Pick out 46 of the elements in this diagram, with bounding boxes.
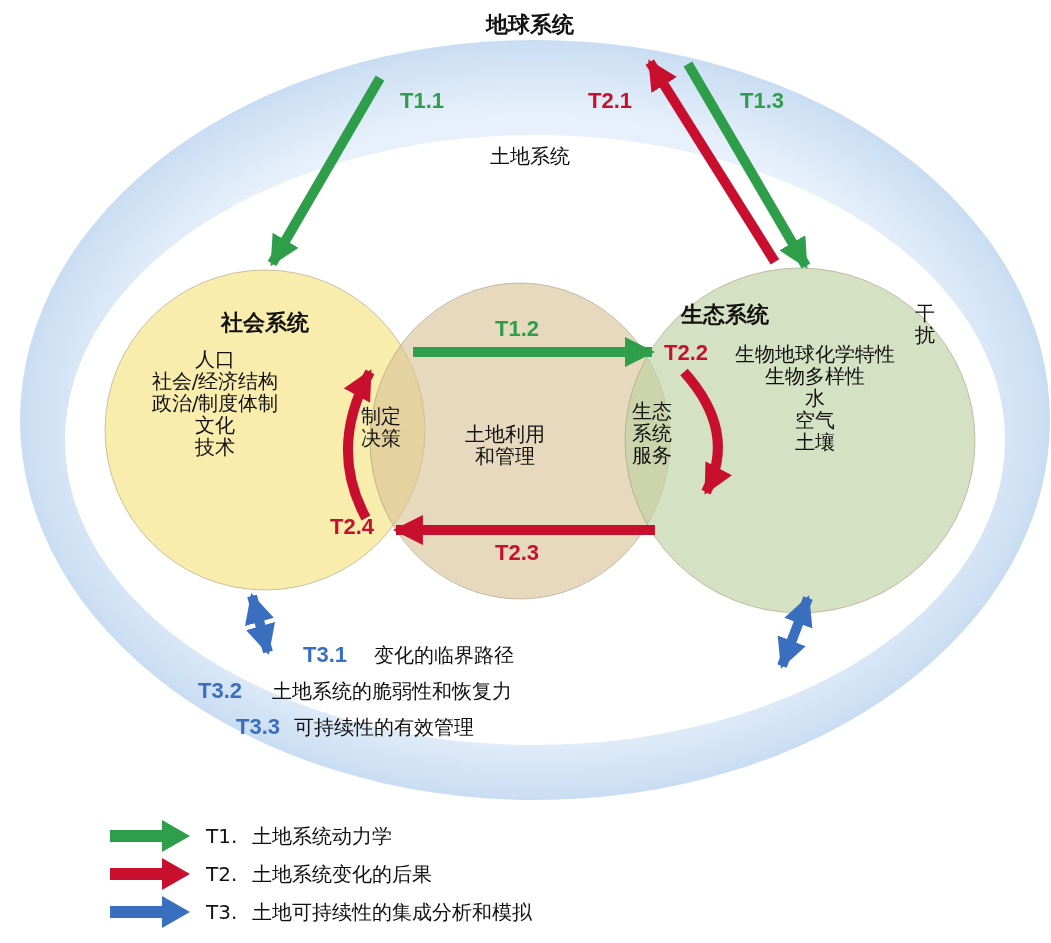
arrow (680, 368, 732, 495)
node-title: 生态系统 (681, 301, 769, 329)
list-item: 土壤 (795, 431, 835, 453)
list-item: 空气 (795, 409, 835, 431)
list-item: 生物多样性 (765, 365, 865, 387)
edge-label: T1.1 (400, 88, 445, 114)
edge-label: T2.3 (495, 540, 540, 566)
legend-text: T2. 土地系统变化的后果 (206, 860, 432, 888)
legend-text: T1. 土地系统动力学 (206, 822, 392, 850)
topic-text: 土地系统的脆弱性和恢复力 (272, 678, 512, 705)
list-item: 文化 (195, 414, 235, 436)
list-item: 人口 (195, 348, 235, 370)
arrow (777, 595, 813, 669)
arrow (413, 337, 655, 367)
arrow (343, 369, 375, 521)
node-title: 土地系统 (490, 143, 570, 170)
legend-text: T3. 土地可持续性的集成分析和模拟 (206, 898, 532, 926)
edge-label: T2.4 (330, 514, 375, 540)
node-label: 土地利用和管理 (465, 423, 545, 467)
list-item: 水 (805, 387, 825, 409)
overlap-label: 制定决策 (361, 405, 401, 449)
side-note: 干扰 (915, 302, 935, 346)
list-item: 生物地球化学特性 (735, 343, 895, 365)
arrow (267, 75, 385, 267)
edge-label: T1.2 (495, 316, 540, 342)
system-circle (105, 270, 425, 590)
node-title: 社会系统 (221, 309, 309, 337)
arrow (392, 514, 655, 545)
list-item: 技术 (195, 436, 235, 458)
topic-code: T3.1 (303, 642, 348, 668)
arrow (645, 59, 780, 265)
arrow (245, 593, 276, 655)
topic-code: T3.3 (236, 714, 281, 740)
topic-code: T3.2 (198, 678, 243, 704)
edge-label: T2.1 (588, 88, 633, 114)
system-circle (625, 268, 975, 613)
topic-text: 变化的临界路径 (374, 642, 514, 669)
land-system-ellipse (65, 135, 1005, 745)
list-item: 政治/制度体制 (151, 392, 279, 414)
edge-label: T1.3 (740, 88, 785, 114)
overlap-label: 生态系统服务 (632, 400, 672, 466)
topic-text: 可持续性的有效管理 (294, 714, 474, 741)
node-title: 地球系统 (486, 11, 574, 39)
arrow (683, 61, 811, 269)
edge-label: T2.2 (664, 340, 709, 366)
list-item: 社会/经济结构 (151, 370, 279, 392)
